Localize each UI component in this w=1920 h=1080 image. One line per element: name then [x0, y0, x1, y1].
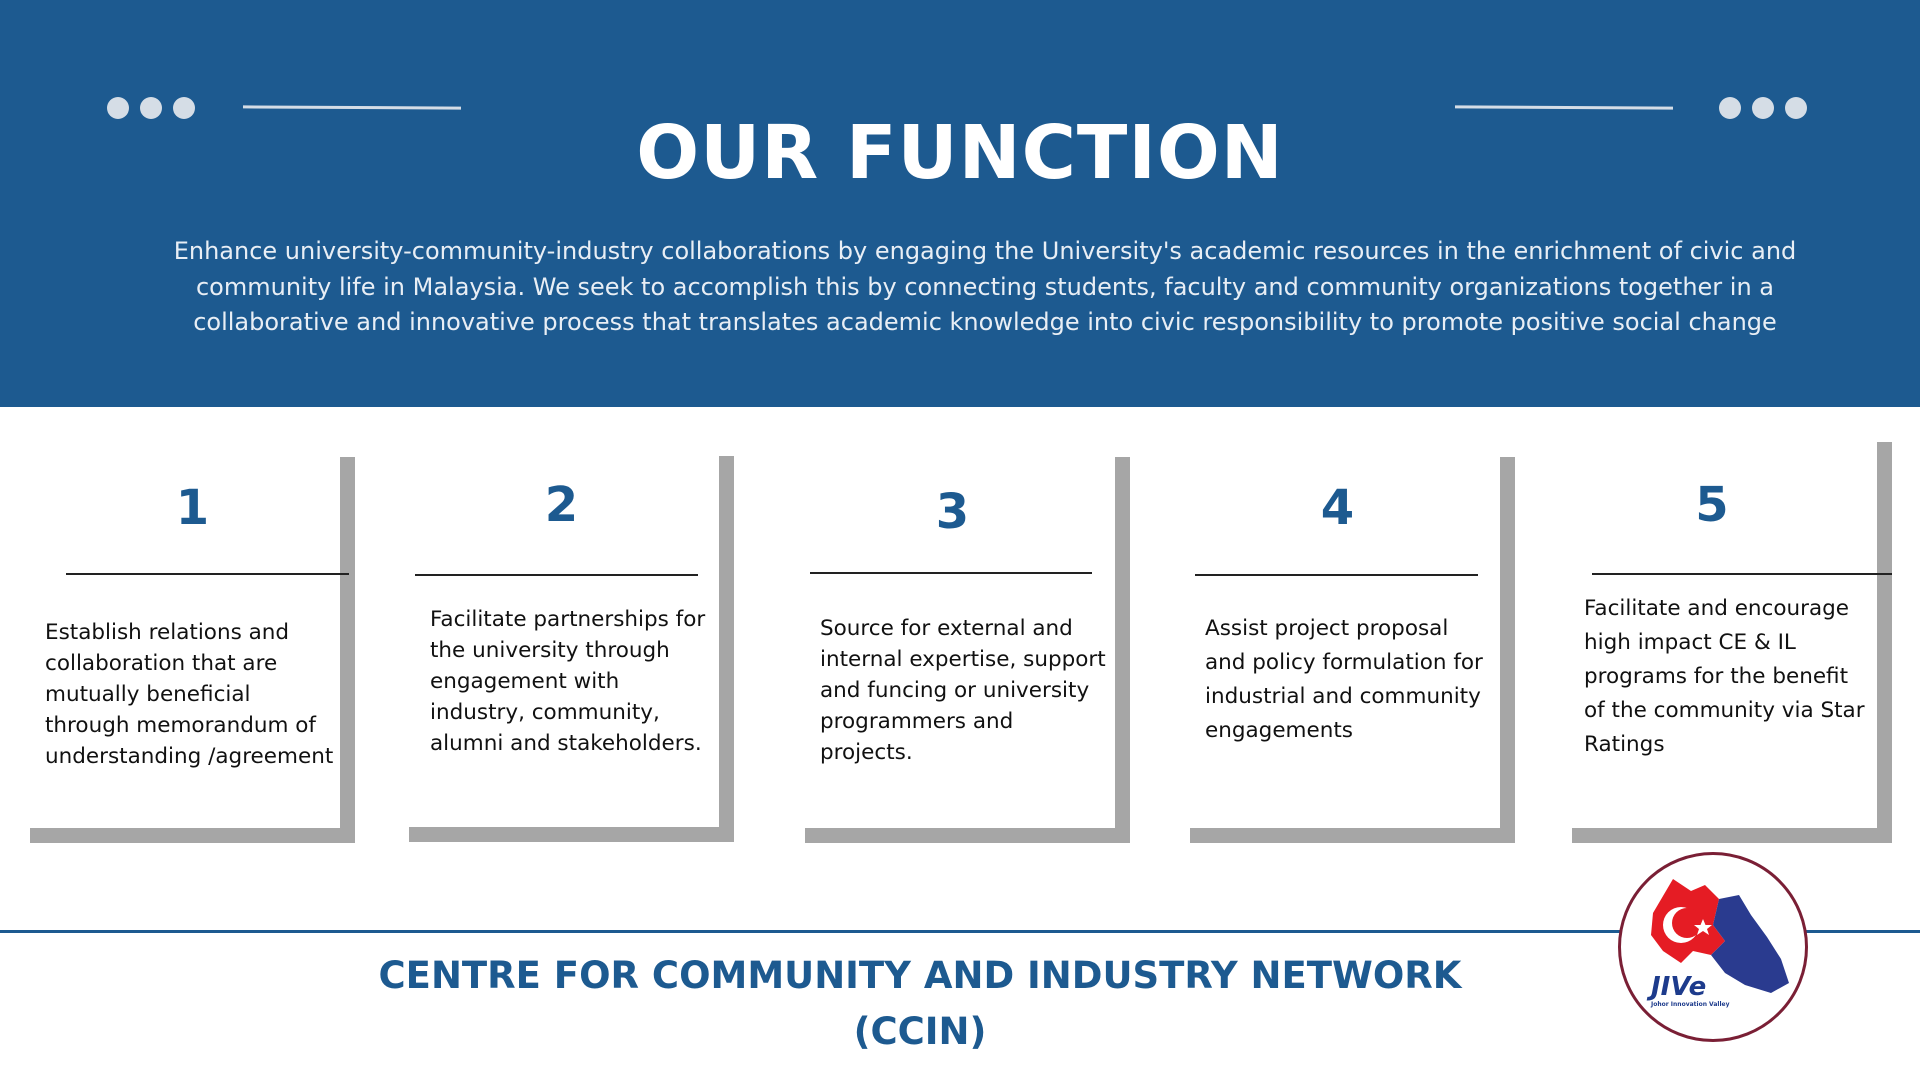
function-card-4: 4 Assist project proposal and policy for… — [1190, 457, 1515, 843]
header-band: OUR FUNCTION Enhance university-communit… — [0, 0, 1920, 407]
card-divider — [1592, 573, 1892, 575]
intro-paragraph: Enhance university-community-industry co… — [173, 237, 1797, 336]
function-card-3: 3 Source for external and internal exper… — [805, 457, 1130, 843]
card-shadow — [1877, 442, 1892, 843]
card-number: 4 — [1320, 480, 1355, 536]
card-divider — [415, 574, 698, 576]
dots-decoration-right — [1719, 97, 1807, 119]
footer-divider — [0, 930, 1920, 933]
logo-tagline: Johor Innovation Valley — [1651, 1001, 1730, 1008]
function-card-5: 5 Facilitate and encourage high impact C… — [1572, 442, 1892, 843]
function-card-2: 2 Facilitate partnerships for the univer… — [409, 456, 734, 842]
card-description: Facilitate and encourage high impact CE … — [1584, 596, 1865, 757]
card-description: Establish relations and collaboration th… — [45, 620, 334, 769]
card-shadow — [1115, 457, 1130, 843]
organization-name-line1: CENTRE FOR COMMUNITY AND INDUSTRY NETWOR… — [378, 954, 1462, 997]
card-number: 1 — [175, 480, 210, 536]
card-shadow — [409, 827, 734, 842]
card-description: Source for external and internal experti… — [820, 616, 1106, 765]
organization-name: CENTRE FOR COMMUNITY AND INDUSTRY NETWOR… — [300, 948, 1540, 1060]
card-shadow — [719, 456, 734, 842]
card-number: 5 — [1695, 477, 1729, 533]
card-divider — [1195, 574, 1478, 576]
card-shadow — [1190, 828, 1515, 843]
card-shadow — [340, 457, 355, 843]
card-shadow — [805, 828, 1130, 843]
function-card-1: 1 Establish relations and collaboration … — [30, 457, 355, 843]
dots-decoration-left — [107, 97, 195, 119]
jive-logo: JIVe Johor Innovation Valley — [1618, 852, 1808, 1042]
card-shadow — [1500, 457, 1515, 843]
card-shadow — [30, 828, 355, 843]
card-shadow — [1572, 828, 1892, 843]
card-number: 2 — [544, 477, 579, 533]
card-description: Facilitate partnerships for the universi… — [430, 607, 706, 756]
map-emblem-icon — [1651, 879, 1789, 993]
organization-acronym: (CCIN) — [853, 1010, 987, 1053]
page-title: OUR FUNCTION — [636, 110, 1284, 196]
card-description: Assist project proposal and policy formu… — [1205, 616, 1483, 743]
card-divider — [66, 573, 349, 575]
card-divider — [810, 572, 1092, 574]
logo-brand-text: JIVe — [1651, 972, 1707, 1002]
card-number: 3 — [935, 484, 970, 540]
